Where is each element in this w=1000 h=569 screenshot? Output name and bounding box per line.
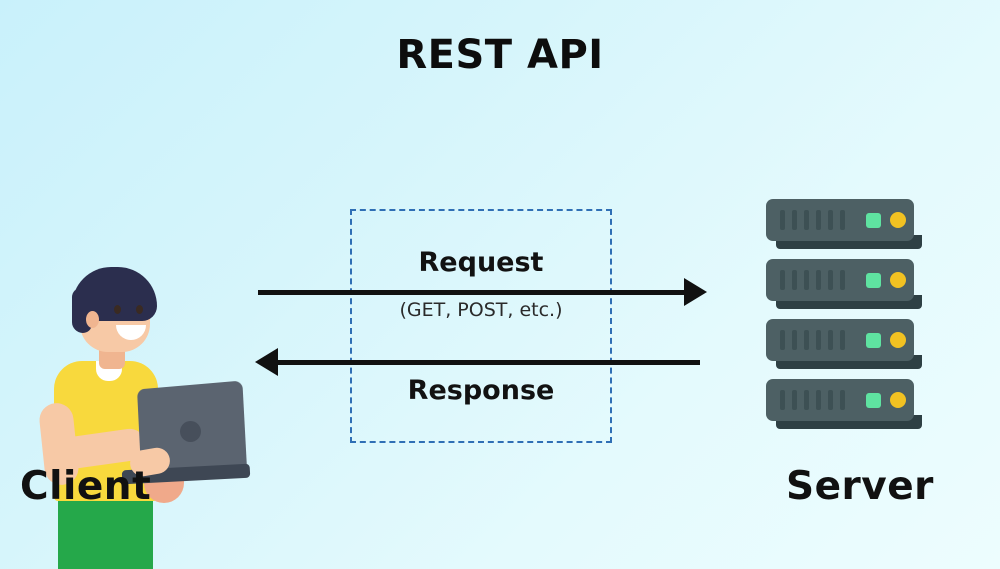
server-slot [840, 270, 845, 290]
server-status-led-green [866, 333, 881, 348]
server-label: Server [786, 464, 934, 509]
server-slot [816, 270, 821, 290]
server-slot [840, 390, 845, 410]
server-illustration [766, 199, 922, 429]
server-slot [804, 330, 809, 350]
server-slot [804, 270, 809, 290]
request-methods-label: (GET, POST, etc.) [399, 299, 563, 321]
server-slot [792, 270, 797, 290]
request-label: Request [418, 247, 544, 278]
server-slot [828, 390, 833, 410]
person-eye-left [114, 305, 121, 314]
server-slot [816, 210, 821, 230]
server-rack-unit [766, 379, 914, 421]
person-smile [116, 325, 146, 340]
server-slot [780, 330, 785, 350]
request-arrow-head-icon [684, 278, 707, 306]
server-slot [840, 210, 845, 230]
server-status-led-amber [890, 392, 906, 408]
server-slot [804, 210, 809, 230]
server-rack-unit [766, 259, 914, 301]
person-ear [86, 311, 99, 328]
server-slot [792, 330, 797, 350]
server-status-led-amber [890, 272, 906, 288]
server-slot [804, 390, 809, 410]
server-slot [816, 390, 821, 410]
server-status-led-green [866, 393, 881, 408]
server-slot [828, 210, 833, 230]
server-slot [840, 330, 845, 350]
rest-api-boundary-box [350, 209, 612, 443]
server-slot [792, 390, 797, 410]
server-slot-group [780, 330, 845, 350]
server-status-led-amber [890, 212, 906, 228]
server-slot-group [780, 270, 845, 290]
server-slot [780, 390, 785, 410]
server-status-led-green [866, 273, 881, 288]
server-status-led-amber [890, 332, 906, 348]
page-title: REST API [396, 32, 604, 78]
person-eye-right [136, 305, 143, 314]
server-status-led-green [866, 213, 881, 228]
server-rack-unit [766, 199, 914, 241]
response-arrow-head-icon [255, 348, 278, 376]
person-pants [58, 495, 153, 569]
server-slot [816, 330, 821, 350]
server-slot [780, 210, 785, 230]
client-label: Client [20, 464, 152, 509]
server-slot [828, 270, 833, 290]
laptop-logo-icon [180, 421, 201, 442]
client-illustration [18, 133, 251, 569]
server-rack-unit [766, 319, 914, 361]
server-slot-group [780, 210, 845, 230]
server-slot [792, 210, 797, 230]
server-slot-group [780, 390, 845, 410]
server-slot [780, 270, 785, 290]
server-slot [828, 330, 833, 350]
request-arrow-line [258, 290, 690, 295]
response-arrow-line [272, 360, 700, 365]
response-label: Response [407, 375, 555, 406]
